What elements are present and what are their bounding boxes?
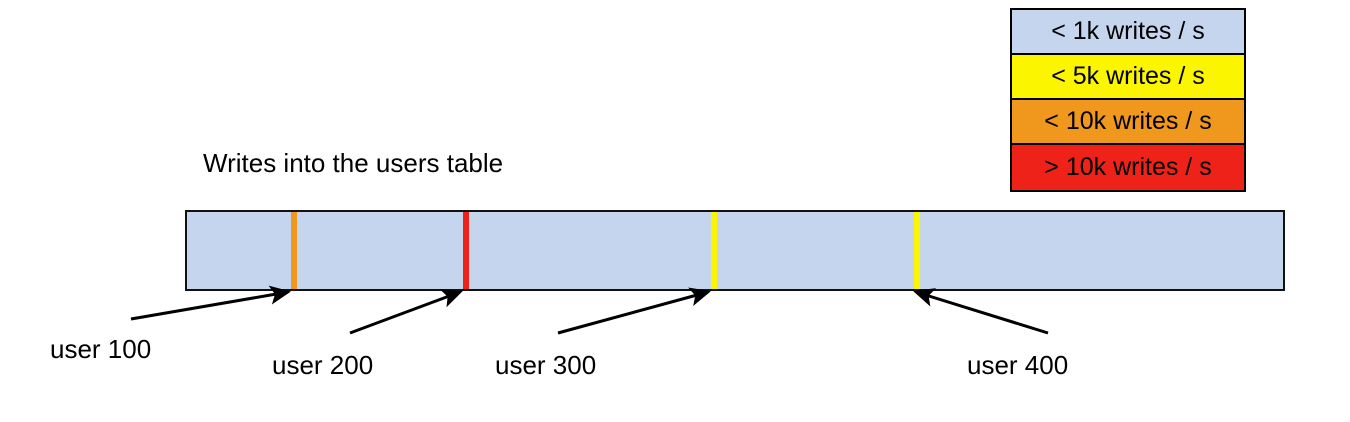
legend-label-under-5k: < 5k writes / s — [1051, 62, 1205, 90]
legend-row-over-10k: > 10k writes / s — [1012, 145, 1244, 190]
write-rate-legend: < 1k writes / s < 5k writes / s < 10k wr… — [1010, 8, 1246, 192]
legend-row-under-5k: < 5k writes / s — [1012, 55, 1244, 100]
legend-label-over-10k: > 10k writes / s — [1044, 153, 1212, 181]
arrow-user-100 — [130, 285, 291, 321]
label-user-100: user 100 — [50, 334, 152, 364]
users-table-bar — [185, 210, 1285, 291]
user-200-stripe — [463, 212, 469, 289]
user-100-stripe — [291, 212, 297, 289]
diagram-caption: Writes into the users table — [203, 148, 504, 178]
arrow-user-400 — [913, 288, 1049, 335]
legend-row-under-1k: < 1k writes / s — [1012, 10, 1244, 55]
label-user-400: user 400 — [967, 350, 1069, 380]
user-300-stripe — [711, 212, 717, 289]
legend-label-under-10k: < 10k writes / s — [1044, 107, 1212, 135]
arrow-user-200 — [349, 289, 463, 335]
arrow-user-300 — [557, 287, 711, 335]
label-user-300: user 300 — [495, 350, 597, 380]
label-user-200: user 200 — [272, 350, 374, 380]
user-400-stripe — [914, 212, 920, 289]
legend-row-under-10k: < 10k writes / s — [1012, 100, 1244, 145]
legend-label-under-1k: < 1k writes / s — [1051, 17, 1205, 45]
